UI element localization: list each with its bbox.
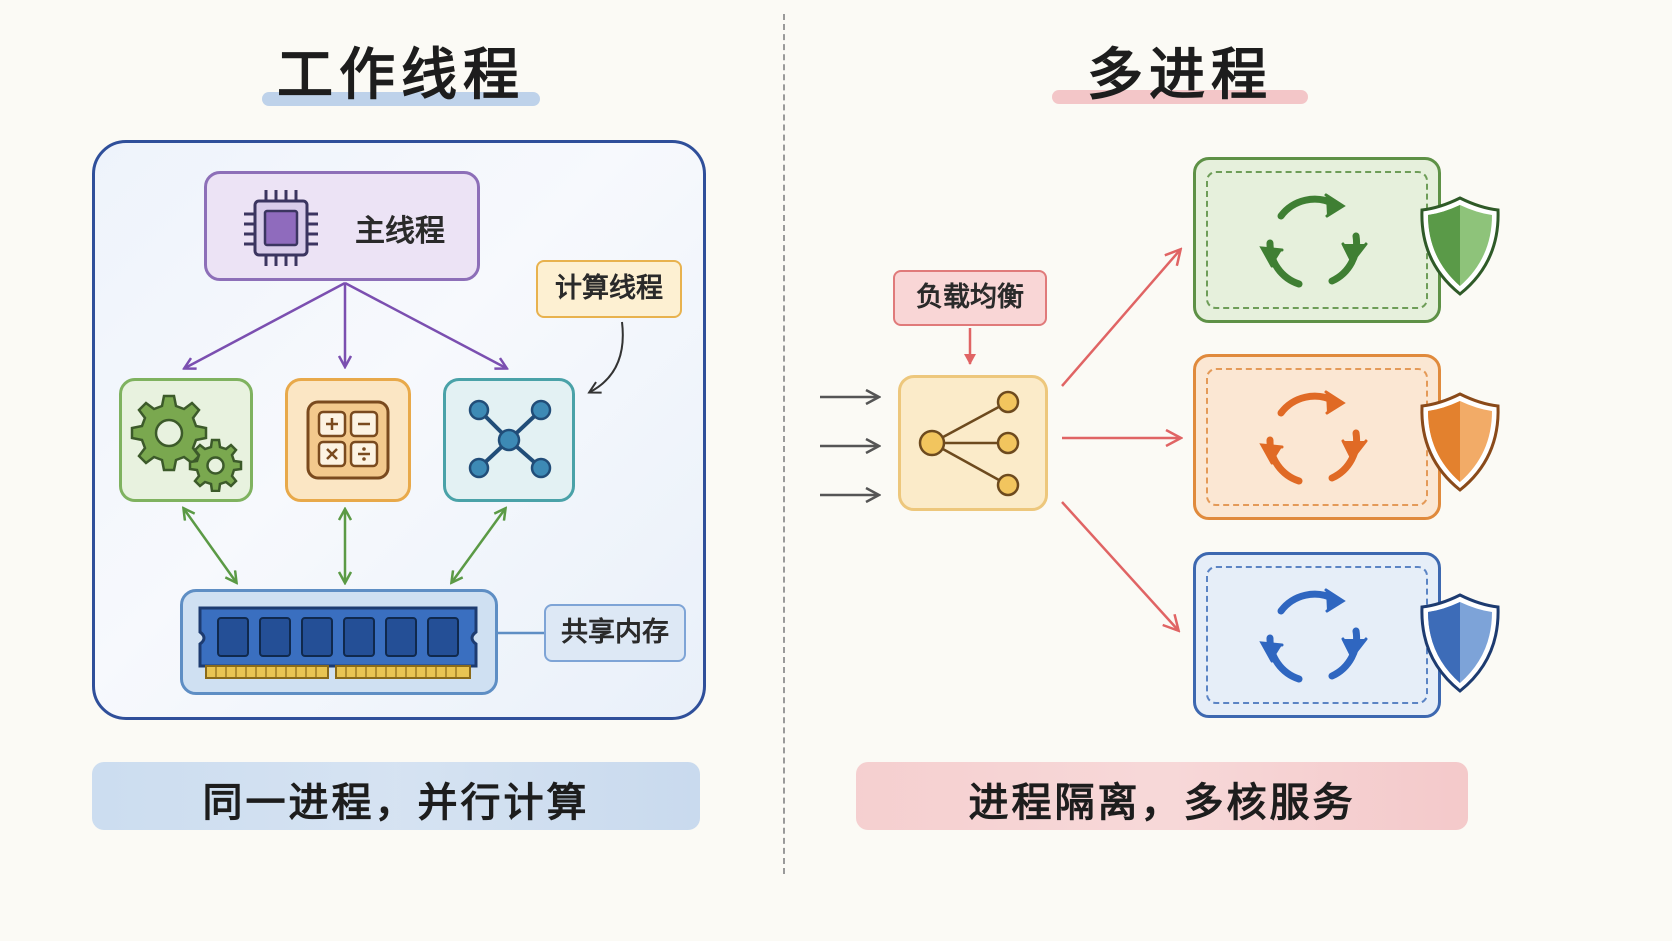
dispatch-arrows	[1061, 250, 1180, 630]
compute-label-pointer	[590, 321, 624, 392]
load-balancer-label: 负载均衡	[893, 270, 1047, 326]
compute-thread-label: 计算线程	[536, 260, 682, 318]
incoming-request-arrows	[820, 397, 878, 495]
section-divider	[783, 14, 785, 874]
left-caption-highlight	[92, 762, 700, 830]
process-box-green	[1193, 157, 1441, 323]
cpu-chip-icon	[236, 186, 326, 274]
left-caption: 同一进程，并行计算	[202, 780, 590, 826]
main-thread-label: 主线程	[355, 214, 445, 249]
process-box-orange	[1193, 354, 1441, 520]
cycle-arrows-icon-blue	[1259, 588, 1368, 683]
shield-icon-orange	[1420, 392, 1500, 492]
shield-icon-green	[1420, 196, 1500, 296]
cycle-arrows-icon-orange	[1259, 390, 1368, 485]
main-thread-box	[204, 171, 480, 281]
right-caption-highlight	[856, 762, 1468, 830]
ram-module-icon	[196, 604, 480, 686]
workers-memory-arrows	[184, 509, 505, 582]
share-hub-icon	[910, 386, 1036, 508]
process-box-blue	[1193, 552, 1441, 718]
network-node-icon	[463, 396, 555, 490]
right-title: 多进程	[1087, 43, 1273, 108]
calculator-icon	[306, 400, 390, 484]
cycle-arrows-icon-green	[1259, 193, 1368, 288]
right-title-underline	[1052, 90, 1308, 104]
left-title: 工作线程	[277, 43, 525, 108]
shared-memory-label: 共享内存	[544, 604, 686, 662]
shield-icon-blue	[1420, 593, 1500, 693]
gears-icon	[128, 388, 244, 496]
left-title-underline	[262, 92, 540, 106]
main-to-workers-arrows	[185, 281, 506, 368]
right-caption: 进程隔离，多核服务	[968, 780, 1356, 826]
